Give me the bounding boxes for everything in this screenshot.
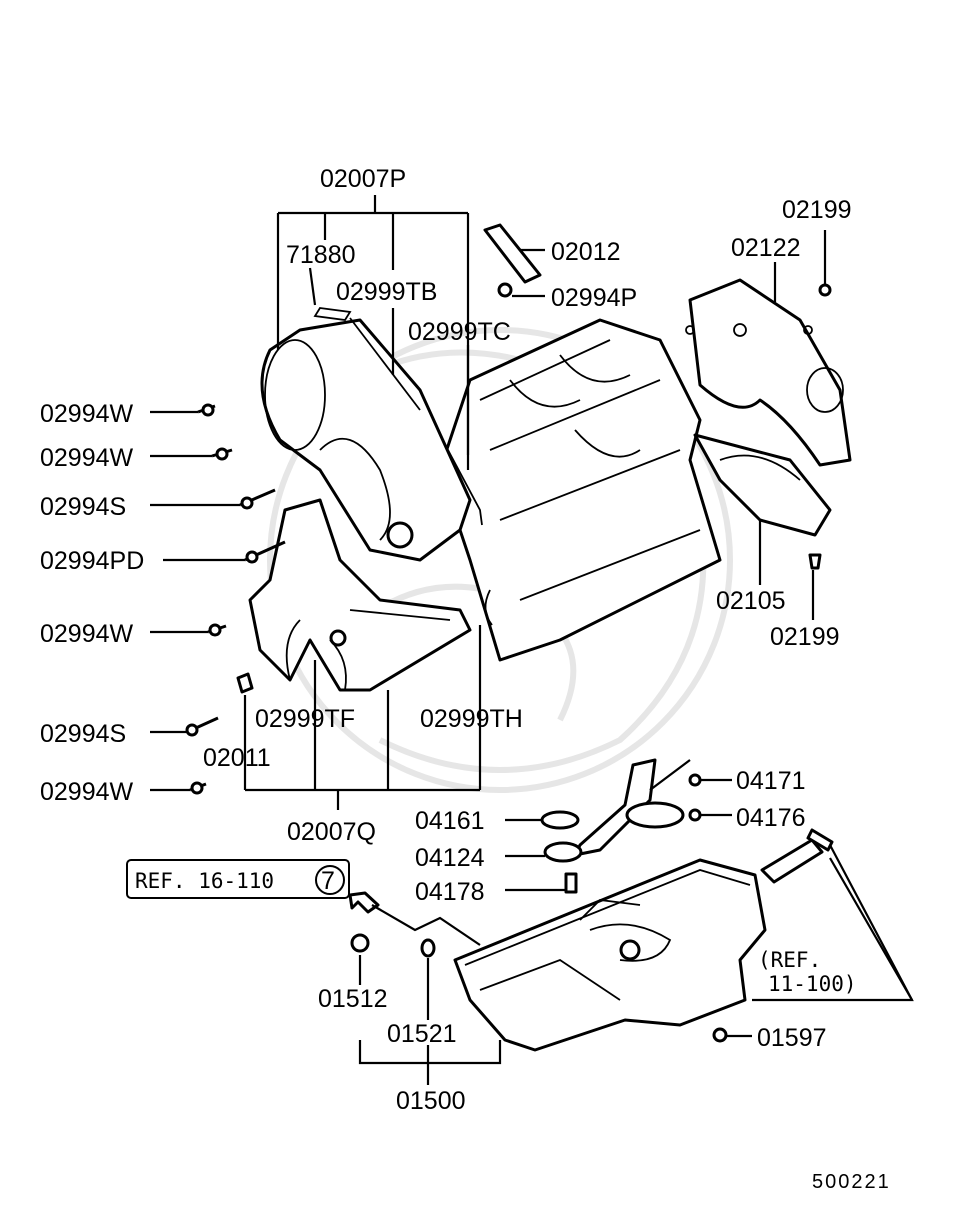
label-02994W-4[interactable]: 02994W: [40, 778, 134, 806]
timing-belt-cover-upper: [260, 307, 483, 562]
label-71880[interactable]: 71880: [286, 241, 356, 269]
label-02999TH[interactable]: 02999TH: [420, 705, 523, 733]
label-02994S-2[interactable]: 02994S: [40, 720, 126, 748]
label-02994W-3[interactable]: 02994W: [40, 620, 134, 648]
label-02007P[interactable]: 02007P: [320, 165, 406, 193]
label-02012[interactable]: 02012: [551, 238, 621, 266]
label-04161[interactable]: 04161: [415, 807, 485, 835]
dipstick-tube: [760, 828, 834, 884]
label-02994W-1[interactable]: 02994W: [40, 400, 134, 428]
label-02199-top[interactable]: 02199: [782, 196, 852, 224]
label-01597[interactable]: 01597: [757, 1024, 827, 1052]
label-02994PD[interactable]: 02994PD: [40, 547, 144, 575]
label-02994P[interactable]: 02994P: [551, 284, 637, 312]
label-04124[interactable]: 04124: [415, 844, 485, 872]
label-01500[interactable]: 01500: [396, 1087, 466, 1115]
bell-housing-cover: [693, 433, 832, 537]
engine-block: [438, 318, 722, 662]
label-01512[interactable]: 01512: [318, 985, 388, 1013]
drawing-number: 500221: [812, 1171, 891, 1193]
label-01521[interactable]: 01521: [387, 1020, 457, 1048]
ref-11-100-line2[interactable]: 11-100): [768, 972, 857, 996]
oil-pan: [453, 858, 767, 1052]
label-02999TF[interactable]: 02999TF: [255, 705, 355, 733]
label-02999TB[interactable]: 02999TB: [336, 278, 437, 306]
label-02007Q[interactable]: 02007Q: [287, 818, 376, 846]
label-02011[interactable]: 02011: [203, 744, 271, 772]
ref-11-100-line1[interactable]: (REF.: [758, 948, 821, 972]
rear-plate: [685, 278, 852, 467]
ref-circle-number: 7: [321, 867, 335, 895]
part-labels: 02007P 71880 02999TB 02999TC 02012 02994…: [40, 165, 891, 1193]
timing-belt-cover-lower: [248, 498, 493, 692]
label-04176[interactable]: 04176: [736, 804, 806, 832]
label-02199-bottom[interactable]: 02199: [770, 623, 840, 651]
label-02999TC[interactable]: 02999TC: [408, 318, 511, 346]
label-02122[interactable]: 02122: [731, 234, 801, 262]
ref-box[interactable]: REF. 16-110 7: [126, 859, 350, 899]
label-04178[interactable]: 04178: [415, 878, 485, 906]
label-04171[interactable]: 04171: [736, 767, 806, 795]
label-02994S-1[interactable]: 02994S: [40, 493, 126, 521]
ref-16-110-text: REF. 16-110: [135, 869, 274, 893]
oil-strainer: [573, 758, 685, 857]
hardware: [185, 223, 832, 1043]
label-02994W-2[interactable]: 02994W: [40, 444, 134, 472]
leader-lines: [150, 195, 914, 1085]
label-02105[interactable]: 02105: [716, 587, 786, 615]
